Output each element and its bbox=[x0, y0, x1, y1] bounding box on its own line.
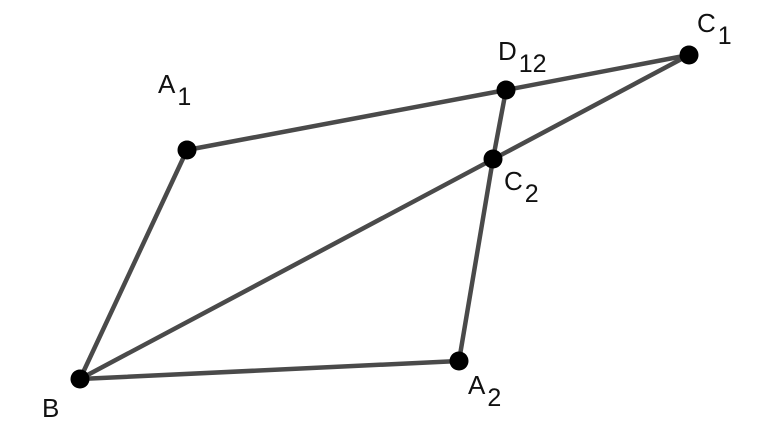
label-c1: C1 bbox=[697, 8, 732, 50]
segments-group bbox=[77, 52, 692, 382]
label-subscript: 2 bbox=[487, 384, 501, 412]
label-letter: B bbox=[42, 393, 59, 423]
point-b bbox=[70, 369, 90, 389]
label-a2: A2 bbox=[468, 370, 501, 412]
label-letter: C bbox=[504, 166, 523, 196]
segment-b-a2 bbox=[77, 358, 462, 382]
label-subscript: 1 bbox=[718, 22, 732, 50]
label-subscript: 12 bbox=[519, 50, 547, 78]
segment-b-c1 bbox=[77, 52, 692, 382]
label-b: B bbox=[42, 393, 59, 423]
label-subscript: 2 bbox=[525, 180, 539, 208]
label-a1: A1 bbox=[158, 69, 191, 111]
points-group bbox=[70, 45, 699, 389]
point-a1 bbox=[177, 140, 197, 160]
label-letter: A bbox=[158, 69, 176, 99]
label-subscript: 1 bbox=[177, 83, 191, 111]
point-a2 bbox=[449, 351, 469, 371]
segment-c2-a2 bbox=[456, 156, 496, 364]
segment-d12-c2 bbox=[490, 87, 509, 162]
segment-a1-d12 bbox=[184, 87, 509, 153]
label-letter: A bbox=[468, 370, 486, 400]
segment-d12-c1 bbox=[503, 52, 692, 93]
point-c2 bbox=[483, 149, 503, 169]
label-d12: D12 bbox=[498, 36, 547, 78]
segment-a1-b bbox=[77, 147, 190, 382]
point-d12 bbox=[496, 80, 516, 100]
label-letter: C bbox=[697, 8, 716, 38]
label-c2: C2 bbox=[504, 166, 539, 208]
label-letter: D bbox=[498, 36, 517, 66]
point-c1 bbox=[679, 45, 699, 65]
